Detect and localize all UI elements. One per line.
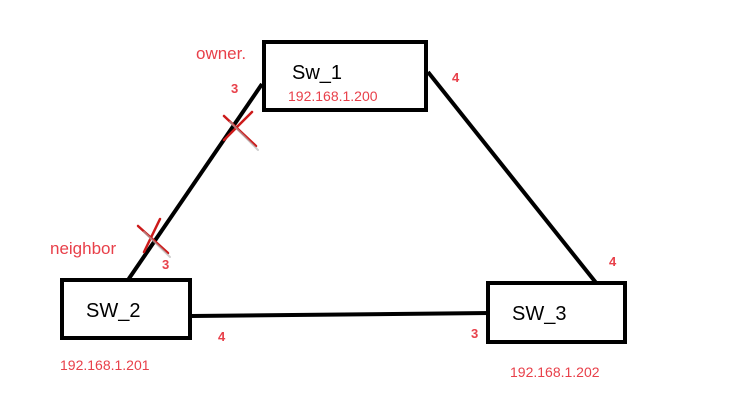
switch-name: SW_3 (512, 303, 567, 325)
port-number-sw3-to-sw1: 4 (609, 254, 617, 269)
port-number-sw3-to-sw2: 3 (471, 326, 479, 341)
switch-ip: 192.168.1.200 (288, 88, 378, 104)
link-sw2-sw3 (191, 311, 491, 318)
switch-box-sw2: SW_2 (60, 278, 192, 340)
blocked-port-x-icon (136, 217, 171, 258)
port-number-sw2-to-sw3: 4 (218, 329, 226, 344)
link-sw1-sw3 (426, 70, 599, 286)
switch-name: Sw_1 (292, 62, 343, 84)
switch-ip: 192.168.1.202 (510, 364, 600, 380)
port-number-sw1-to-sw2: 3 (231, 81, 239, 96)
owner-label: owner. (196, 44, 247, 63)
switch-box-sw1: Sw_1 192.168.1.200 (262, 40, 428, 112)
link-sw1-sw2 (126, 82, 264, 282)
neighbor-label: neighbor (50, 239, 117, 258)
switch-ip: 192.168.1.201 (60, 357, 150, 373)
switch-name: SW_2 (86, 300, 141, 322)
port-number-sw2-to-sw1: 3 (162, 257, 170, 272)
port-number-sw1-to-sw3: 4 (452, 70, 460, 85)
blocked-port-x-icon (222, 110, 259, 151)
switch-box-sw3: SW_3 (486, 281, 627, 344)
